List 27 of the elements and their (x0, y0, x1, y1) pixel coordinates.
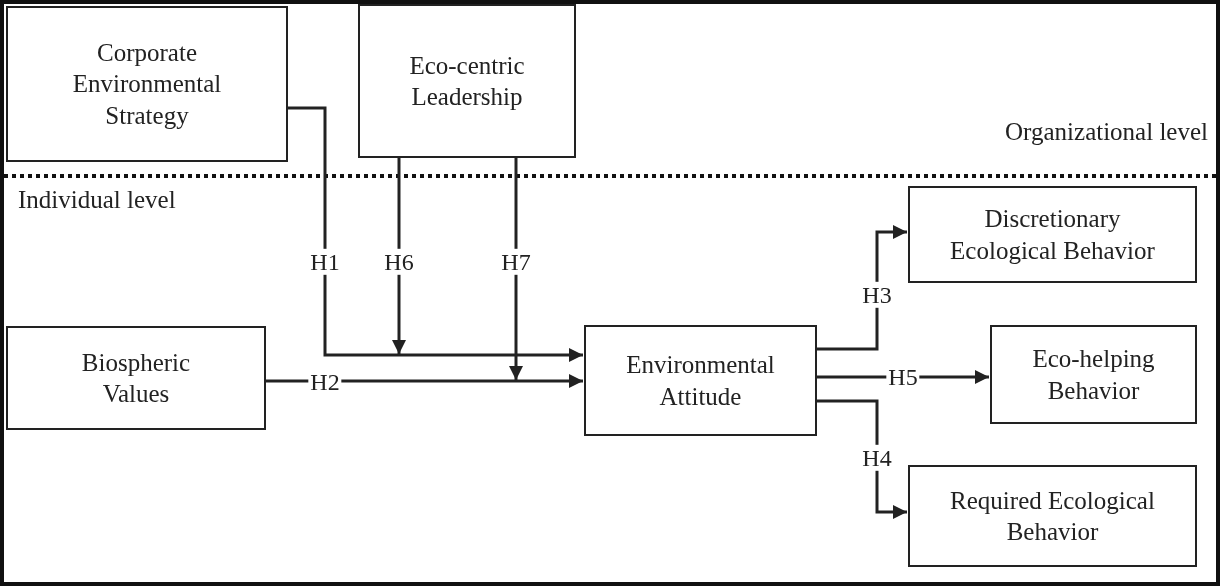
construct-box (6, 6, 288, 162)
arrow (817, 225, 907, 351)
level-label: Individual level (18, 186, 176, 214)
node-label: Environmental Attitude (625, 350, 776, 412)
node-label: Required Ecological Behavior (950, 485, 1155, 547)
edge-label: H4 (860, 444, 894, 472)
node-label: Eco-helping Behavior (1031, 344, 1156, 406)
edge-label: H1 (308, 248, 342, 276)
edge-label: H3 (860, 281, 894, 309)
arrow (392, 158, 406, 354)
node-label: Eco-centric Leadership (408, 50, 526, 112)
edge-label: H7 (499, 248, 533, 276)
level-label: Organizational level (1005, 118, 1208, 146)
node-label: Discretionary Ecological Behavior (949, 204, 1156, 266)
construct-box (990, 325, 1197, 424)
construct-box (908, 186, 1197, 283)
construct-box (6, 326, 266, 430)
edge-label: H6 (382, 248, 416, 276)
node-label: Biospheric Values (80, 347, 192, 409)
arrow (288, 106, 583, 362)
arrow (509, 158, 523, 380)
arrow (817, 399, 907, 519)
construct-box (584, 325, 817, 436)
node-label: Corporate Environmental Strategy (71, 38, 223, 131)
arrow (266, 374, 583, 388)
construct-box (908, 465, 1197, 567)
construct-box (358, 4, 576, 158)
